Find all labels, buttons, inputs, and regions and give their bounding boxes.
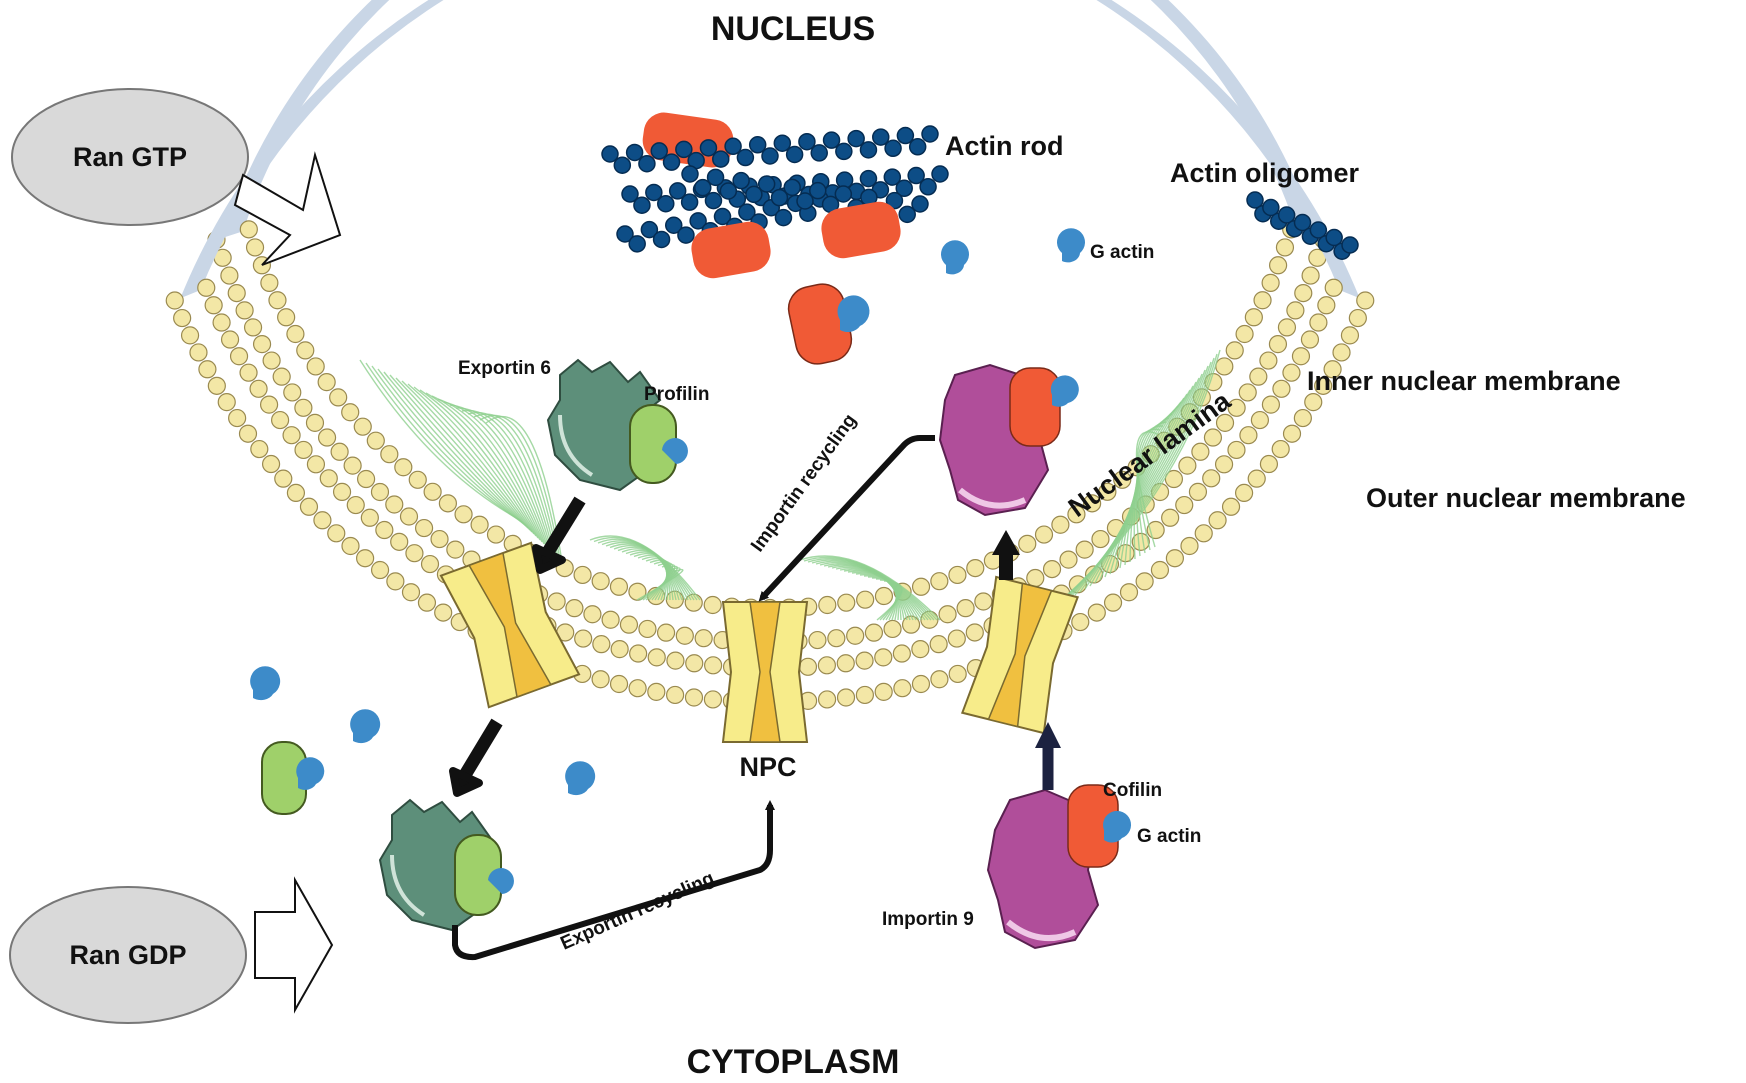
nucleus-label: NUCLEUS	[711, 10, 875, 48]
importin-cofilin-cytoplasm	[986, 784, 1132, 950]
npc-center	[721, 601, 809, 743]
exportin-label: Exportin 6	[458, 358, 551, 379]
npc-left	[439, 541, 581, 709]
ran-gtp-arrow	[233, 151, 342, 266]
ran-gdp-arrow	[254, 876, 334, 1014]
importin-recycling-arrow	[758, 435, 935, 602]
importin-cofilin-nucleus	[938, 363, 1079, 517]
nuclear-lamina-fibers	[359, 349, 1221, 621]
outer-membrane-label: Outer nuclear membrane	[1366, 483, 1686, 513]
g-actin-cytoplasm-free	[250, 666, 596, 796]
cofilin-actin-nucleus	[787, 283, 870, 365]
ran-gdp-ellipse	[9, 886, 247, 1024]
importin-label: Importin 9	[882, 909, 974, 930]
actin-rod	[601, 112, 949, 279]
npc-right	[960, 575, 1080, 735]
g-actin-cytoplasm-label: G actin	[1137, 826, 1201, 847]
profilin-label: Profilin	[644, 384, 709, 405]
ran-gtp-ellipse	[11, 88, 249, 226]
ran-gtp-label: Ran GTP	[73, 142, 187, 172]
exportin-profilin-cytoplasm	[378, 798, 514, 932]
g-actin-nucleus	[941, 228, 1085, 275]
importin-recycling-label: Importin recycling	[747, 410, 861, 556]
exportin-profilin-nucleus	[546, 358, 688, 492]
inner-membrane-label: Inner nuclear membrane	[1307, 366, 1621, 396]
g-actin-nucleus-label: G actin	[1090, 242, 1154, 263]
npc-label: NPC	[739, 752, 796, 782]
actin-oligomer-label: Actin oligomer	[1170, 158, 1360, 188]
cytoplasm-label: CYTOPLASM	[687, 1043, 900, 1081]
exportin-recycling-arrow	[452, 800, 775, 961]
transport-arrows	[449, 496, 1061, 797]
cofilin-label: Cofilin	[1103, 780, 1162, 801]
ran-gdp-label: Ran GDP	[69, 940, 186, 970]
profilin-actin-cytoplasm	[261, 741, 325, 815]
actin-oligomer	[1246, 191, 1359, 260]
actin-rod-label: Actin rod	[945, 131, 1064, 161]
exportin-recycling-label: Exportin recycling	[557, 868, 717, 955]
